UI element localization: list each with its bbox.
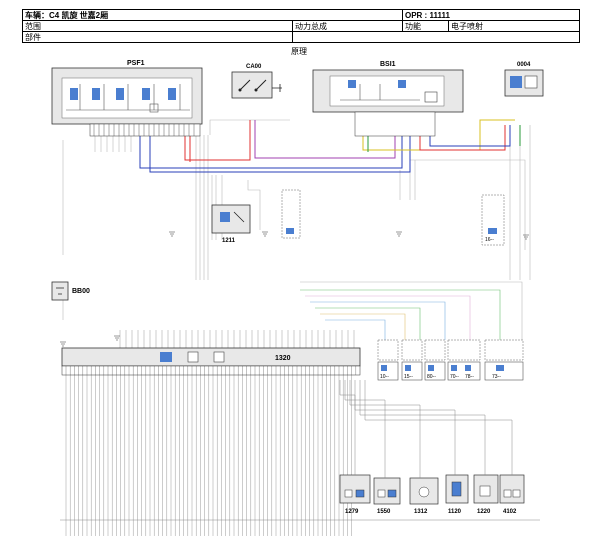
wires-blue [139, 135, 411, 173]
c1220-label: 1220 [477, 509, 491, 515]
wires-right-bus [300, 281, 523, 340]
bb00-label: BB00 [72, 288, 90, 295]
bb00-battery: BB00 [51, 281, 90, 301]
c1211-label: 1211 [222, 238, 236, 244]
c0004-label: 0004 [517, 62, 531, 68]
c15-label: 15-- [404, 374, 413, 380]
c70-label: 70-- [450, 374, 459, 380]
wires-1320-up [119, 330, 355, 348]
vehicle-cell: 车辆：C4 凯旋 世嘉2厢 [23, 10, 403, 20]
c4102-label: 4102 [503, 509, 517, 515]
psf1-label: PSF1 [127, 60, 145, 67]
ca00-label: CA00 [246, 64, 262, 70]
function-value: 电子喷射 [451, 22, 483, 31]
c1279-label: 1279 [345, 509, 359, 515]
wires-colored [184, 119, 521, 162]
ground-symbols [60, 231, 529, 347]
c16-label: 16-- [485, 237, 494, 243]
right-connectors: 10-- 15-- 80-- 70-- 78-- 73-- [377, 339, 524, 381]
c16-unit: 16-- [481, 194, 505, 246]
c1320-ecu: 1320 [61, 347, 361, 376]
bsi1-module: BSI1 [312, 61, 464, 137]
ca00-switch: CA00 [231, 64, 282, 99]
bottom-sensors [339, 474, 525, 505]
c73-label: 73-- [492, 374, 501, 380]
c10-label: 10-- [380, 374, 389, 380]
psf1-module: PSF1 [51, 60, 203, 137]
function-label: 功能 [403, 21, 449, 31]
diagram-caption: 原理 [291, 47, 307, 56]
c1320-label: 1320 [275, 355, 291, 362]
c78-label: 78-- [465, 374, 474, 380]
part-label: 部件 [23, 32, 293, 43]
c80-label: 80-- [427, 374, 436, 380]
c1312-label: 1312 [414, 509, 428, 515]
bsi1-label: BSI1 [380, 61, 396, 68]
c1550-label: 1550 [377, 509, 391, 515]
c0004-panel: 0004 [504, 62, 544, 97]
scope-value: 动力总成 [293, 21, 403, 31]
scope-label: 范围 [23, 21, 293, 31]
wires-1320-down [65, 375, 352, 536]
c1120-label: 1120 [448, 509, 462, 515]
wires-to-sensors [60, 380, 540, 521]
opr-cell: OPR : 11111 [405, 11, 450, 20]
c1211-unit: 1211 [211, 189, 301, 244]
bottom-sensor-icons [344, 481, 521, 498]
title-block: 车辆：C4 凯旋 世嘉2厢 OPR : 11111 范围 动力总成 功能 电子喷… [22, 9, 580, 43]
